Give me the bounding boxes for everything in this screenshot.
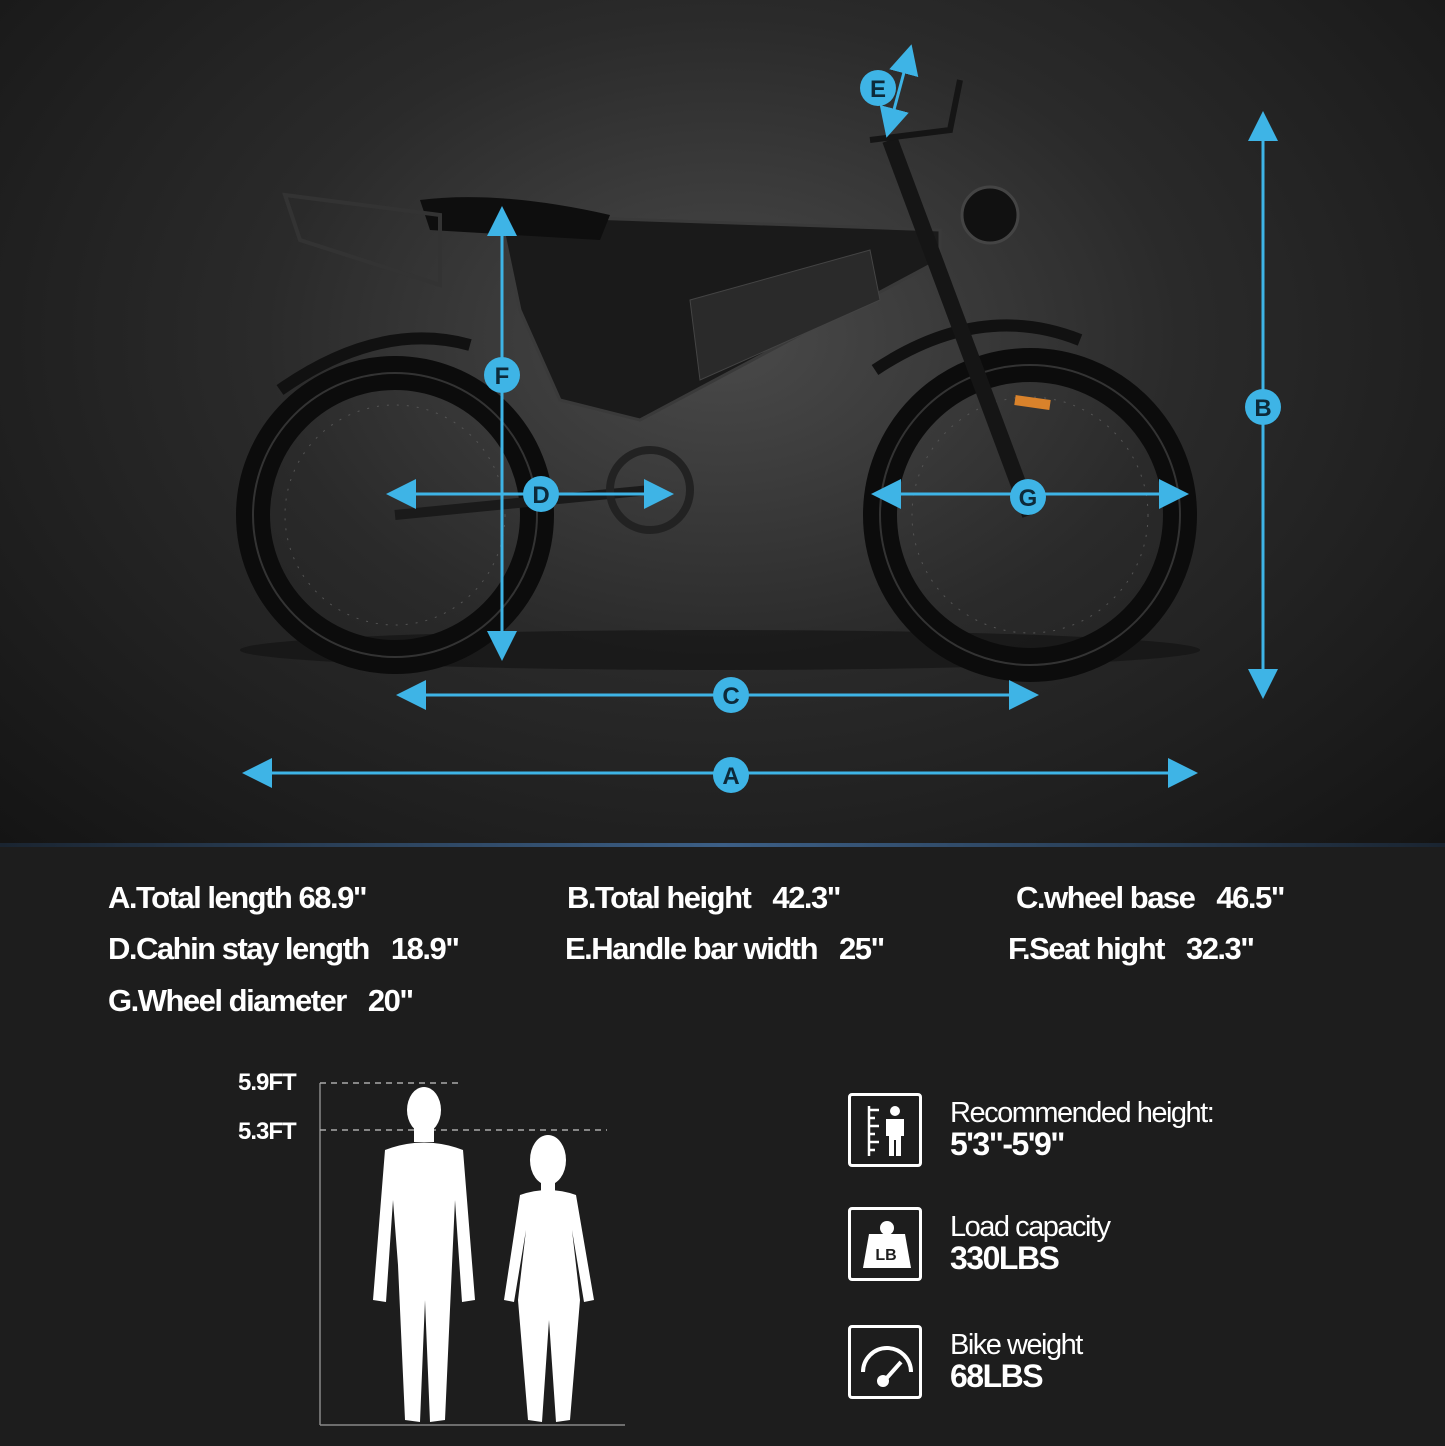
weight-lb-icon: LB <box>848 1207 922 1281</box>
svg-text:B: B <box>1254 395 1271 422</box>
svg-text:C: C <box>722 683 739 710</box>
svg-text:E: E <box>870 76 886 103</box>
gauge-icon <box>848 1325 922 1399</box>
bike-image <box>236 79 1200 682</box>
marker-e: E <box>860 70 896 106</box>
svg-text:F: F <box>495 363 510 390</box>
height-label-upper: 5.9FT <box>238 1069 297 1096</box>
marker-b: B <box>1245 389 1281 425</box>
divider <box>0 843 1445 847</box>
arrow-e <box>879 44 919 138</box>
info-recommended-height: Recommended height:5'3"-5'9" <box>848 1093 1215 1167</box>
height-ruler-person-icon <box>848 1093 922 1167</box>
svg-text:A: A <box>722 763 739 790</box>
marker-d: D <box>523 476 559 512</box>
marker-c: C <box>713 677 749 713</box>
svg-text:D: D <box>532 482 549 509</box>
dimension-markers: A B C D E F G <box>484 70 1281 793</box>
svg-text:LB: LB <box>875 1247 896 1264</box>
bike-diagram: A B C D E F G <box>236 44 1281 793</box>
specs-panel <box>0 847 1445 1446</box>
spec-total-length: A.Total length 68.9" <box>108 880 368 915</box>
svg-text:G: G <box>1019 485 1038 512</box>
marker-g: G <box>1010 479 1046 515</box>
marker-f: F <box>484 357 520 393</box>
marker-a: A <box>713 757 749 793</box>
height-label-lower: 5.3FT <box>238 1118 297 1145</box>
